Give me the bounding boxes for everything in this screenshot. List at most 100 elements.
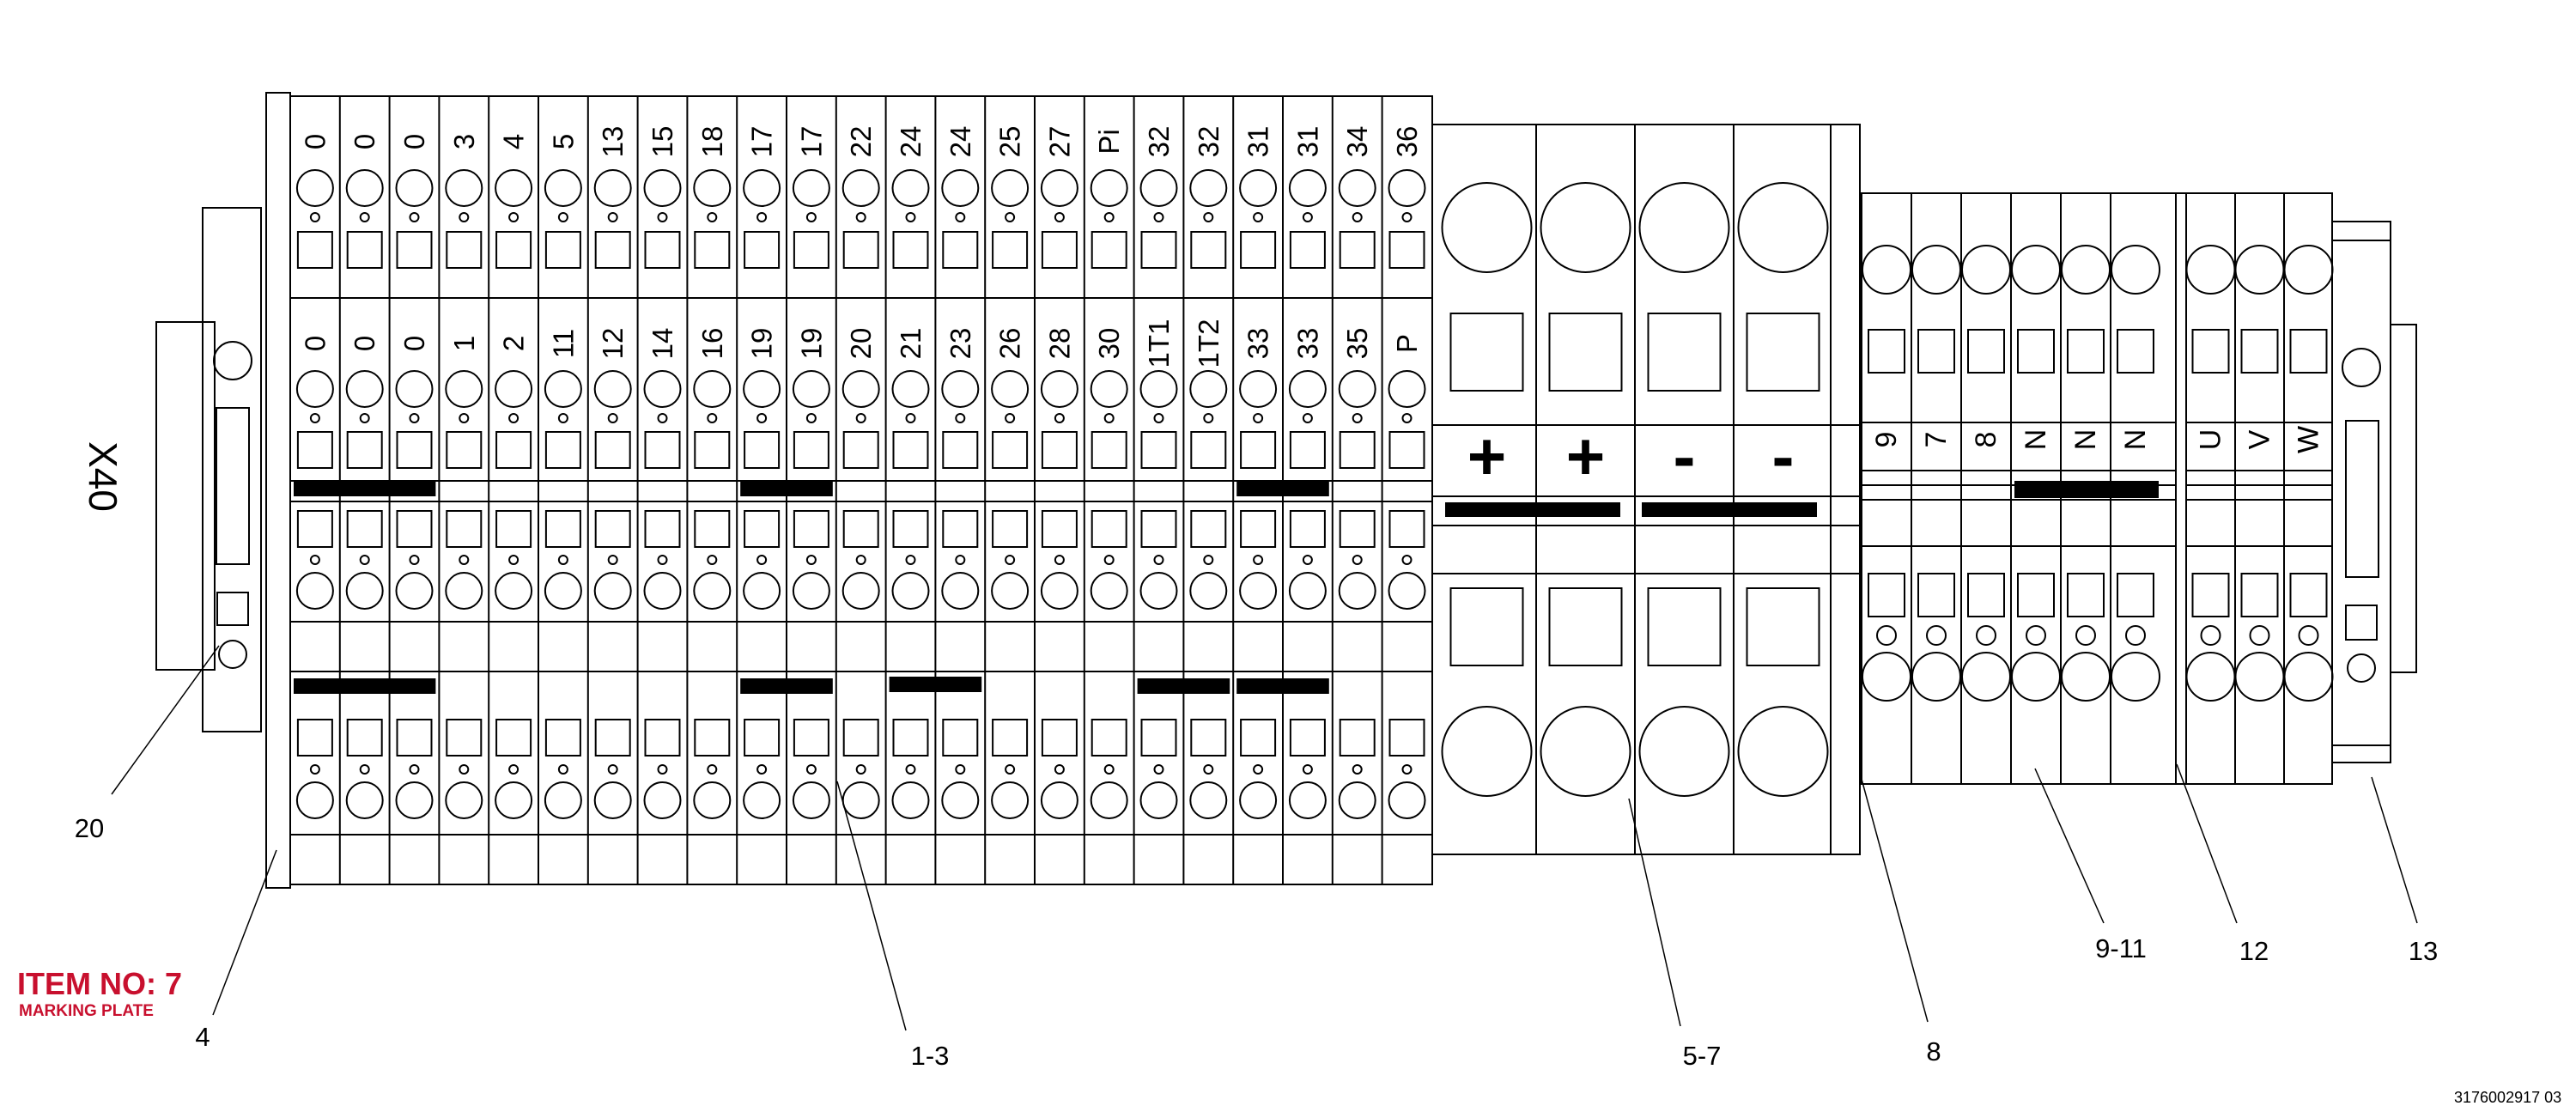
screw-terminal [1189,169,1228,207]
callout-number: 4 [195,1022,210,1052]
test-point [1926,625,1947,646]
screw-terminal [1338,572,1376,610]
screw-terminal [495,572,533,610]
screw-terminal [544,370,582,408]
callout-number: 5-7 [1683,1041,1722,1071]
screw-terminal [643,169,682,207]
left-end-bracket-base [202,207,262,732]
test-point [2075,625,2096,646]
terminal-number-top: 0 [299,134,331,149]
test-point [657,413,668,423]
test-point [855,555,866,565]
wire-entry [1868,573,1905,617]
polarity-label: - [1772,418,1795,494]
test-point [905,764,916,775]
wire-entry [842,719,879,757]
terminal-number-top: 0 [398,134,430,149]
item-description-label: MARKING PLATE [19,1002,154,1020]
test-point [1253,413,1264,423]
screw-terminal [1961,652,2011,702]
screw-terminal [295,572,334,610]
screw-terminal [1338,781,1376,819]
test-point [707,413,718,423]
test-point [1352,212,1363,222]
item-number-label: ITEM NO: 7 [17,966,183,1001]
test-point [1253,212,1264,222]
jumper-bridge [1137,678,1230,694]
test-point [607,212,618,222]
wire-entry [992,510,1029,548]
wire-entry [396,231,433,269]
screw-terminal [1090,370,1128,408]
wire-entry [1917,329,1955,374]
polarity-label: + [1566,418,1606,494]
wire-entry [1240,231,1277,269]
wire-entry [2240,329,2279,374]
callout-leader [2371,776,2418,924]
wire-entry [644,231,681,269]
test-point [1153,764,1164,775]
screw-terminal [295,781,334,819]
test-point [508,212,519,222]
terminal-number-bottom: 14 [647,328,678,360]
test-point [1352,555,1363,565]
wire-entry [644,719,681,757]
screw-terminal [1911,652,1961,702]
polarity-label: - [1674,418,1696,494]
power-wire-entry [1548,587,1623,666]
test-point [1203,555,1214,565]
wire-entry [2289,329,2328,374]
wire-entry [396,431,433,469]
screw-terminal [743,169,781,207]
test-point [756,764,768,775]
test-point [1153,212,1164,222]
wire-entry [594,510,631,548]
terminal-label: 9 [1870,432,1903,448]
screw-terminal [544,572,582,610]
test-point [707,555,718,565]
terminal-number-top: 13 [597,126,629,158]
wire-entry [1190,231,1227,269]
wire-entry [1091,719,1127,757]
screw-terminal [445,572,483,610]
separator-plate [2175,192,2187,785]
wire-entry [446,510,483,548]
screw-terminal [295,370,334,408]
screw-terminal [693,169,732,207]
screw-terminal [593,572,632,610]
callout-leader [111,645,220,795]
power-wire-entry [1647,587,1722,666]
screw-terminal [1040,370,1078,408]
screw-terminal [1288,572,1327,610]
test-point [707,212,718,222]
terminal-number-top: 32 [1193,126,1224,158]
wire-entry [1868,329,1905,374]
jumper-bridge [889,677,982,692]
screw-terminal [1288,370,1327,408]
test-point [905,413,916,423]
test-point [359,212,370,222]
callout-leader [212,849,277,1016]
terminal-number-top: 3 [448,134,480,149]
wire-entry [296,510,333,548]
screw-terminal [1862,245,1911,295]
screw-terminal [593,781,632,819]
wire-entry [594,431,631,469]
wire-entry [1967,329,2005,374]
screw-terminal [743,370,781,408]
test-point [607,764,618,775]
wire-entry [296,431,333,469]
wire-entry [1140,431,1177,469]
terminal-number-bottom: 11 [547,329,579,358]
wire-entry [992,431,1029,469]
right-bracket-hole [2342,348,2381,387]
terminal-number-top: 31 [1291,126,1323,158]
wire-entry [1339,719,1376,757]
power-wire-entry [1548,313,1623,392]
power-wire-entry [1746,587,1820,666]
wire-entry [495,431,532,469]
screw-terminal [1239,169,1278,207]
wire-entry [793,510,829,548]
wire-entry [1240,510,1277,548]
wire-entry [793,431,829,469]
